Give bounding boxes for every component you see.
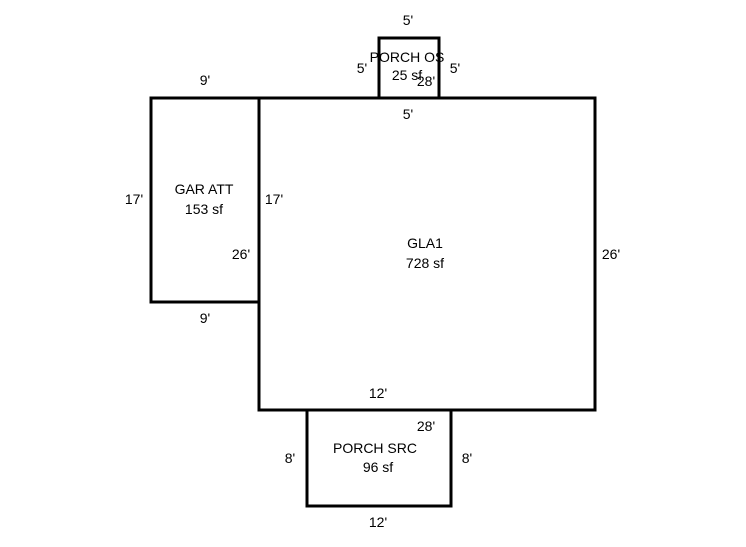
- gla1-name: GLA1: [407, 235, 443, 251]
- garage-bottom-dimension: 9': [200, 310, 210, 326]
- porch-src-left-dimension: 8': [285, 450, 295, 466]
- garage-name: GAR ATT: [175, 181, 234, 197]
- porch-os-top-dimension: 5': [403, 12, 413, 28]
- porch-src-right-dimension: 8': [462, 450, 472, 466]
- gla1-area: 728 sf: [406, 255, 444, 271]
- porch-src-area: 96 sf: [363, 459, 393, 475]
- gla1-outline: [257, 96, 597, 412]
- gla1-top-right-dimension: 28': [417, 73, 435, 89]
- porch-src-bottom-dimension: 12': [369, 514, 387, 530]
- gla1-bottom-right-dimension: 28': [417, 418, 435, 434]
- porch-os-outline: [377, 36, 441, 100]
- garage-left-dimension: 17': [125, 191, 143, 207]
- gla1-left-dimension: 26': [232, 246, 250, 262]
- porch-src-name: PORCH SRC: [333, 440, 417, 456]
- gla1-right-dimension: 26': [602, 246, 620, 262]
- gla1-bottom-dimension: 12': [369, 385, 387, 401]
- gla1-top-dimension: 5': [403, 106, 413, 122]
- porch-os-right-dimension: 5': [450, 60, 460, 76]
- porch-os-area: 25 sf: [392, 67, 422, 83]
- garage-area: 153 sf: [185, 201, 223, 217]
- garage-top-dimension: 9': [200, 72, 210, 88]
- porch-os-name: PORCH OS: [370, 49, 445, 65]
- garage-outline: [149, 96, 261, 304]
- porch-os-left-dimension: 5': [357, 60, 367, 76]
- garage-right-dimension: 17': [265, 191, 283, 207]
- porch-src-outline: [305, 408, 453, 508]
